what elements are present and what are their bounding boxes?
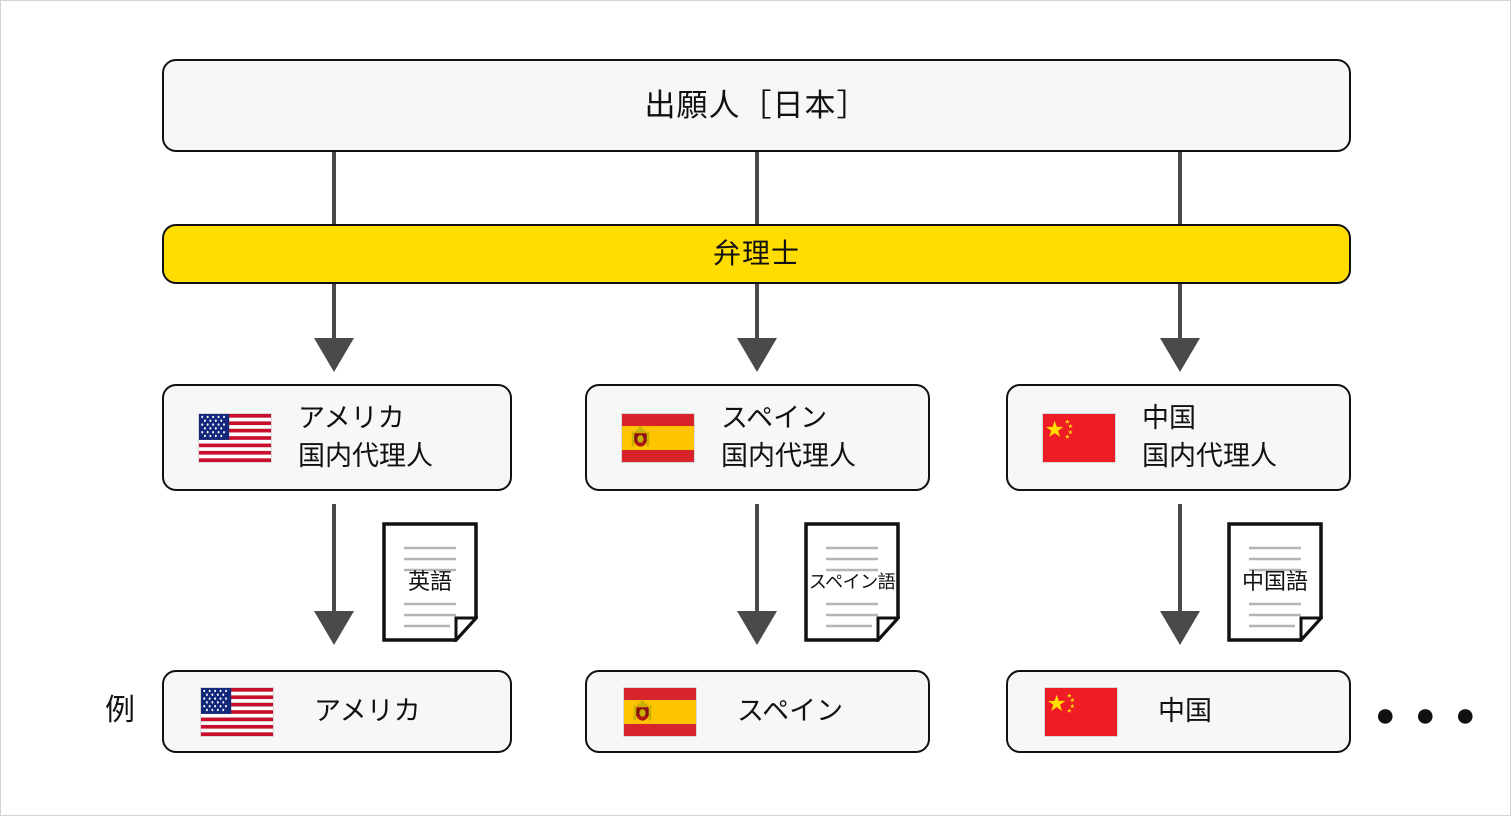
domestic-agent-country-usa: アメリカ xyxy=(298,403,405,434)
domestic-agent-box-usa: アメリカ国内代理人 xyxy=(162,384,512,491)
connector-applicant-agent-3 xyxy=(1178,152,1182,224)
arrow-agent-to-spain-line xyxy=(755,284,759,351)
flag-china-icon xyxy=(1042,412,1116,463)
arrow-agent-to-usa-line xyxy=(332,284,336,351)
connector-applicant-agent-2 xyxy=(755,152,759,224)
arrow-spain-to-country-head xyxy=(737,611,777,645)
more-countries-ellipsis: ● ● ● xyxy=(1375,696,1481,734)
domestic-agent-box-china: 中国国内代理人 xyxy=(1006,384,1351,491)
domestic-agent-box-spain: スペイン国内代理人 xyxy=(585,384,930,491)
document-icon-spanish: スペイン語 xyxy=(804,522,900,642)
domestic-agent-role-china: 国内代理人 xyxy=(1142,440,1277,471)
patent-attorney-bar: 弁理士 xyxy=(162,224,1351,284)
patent-attorney-label: 弁理士 xyxy=(712,238,800,270)
flag-usa-icon xyxy=(198,412,272,463)
country-box-spain: スペイン xyxy=(585,670,930,753)
domestic-agent-label-spain: スペイン国内代理人 xyxy=(721,400,856,475)
country-label-spain: スペイン xyxy=(737,695,844,726)
flag-spain-icon xyxy=(623,686,697,737)
arrow-agent-to-china-line xyxy=(1178,284,1182,351)
document-icon-english: 英語 xyxy=(382,522,478,642)
document-language-spanish: スペイン語 xyxy=(808,572,896,592)
arrow-agent-to-china-head xyxy=(1160,338,1200,372)
arrow-agent-to-spain-head xyxy=(737,338,777,372)
flag-usa-icon xyxy=(200,686,274,737)
domestic-agent-country-china: 中国 xyxy=(1142,403,1196,434)
arrow-china-to-country-head xyxy=(1160,611,1200,645)
document-language-english: 英語 xyxy=(407,569,452,594)
country-label-usa: アメリカ xyxy=(314,695,421,726)
country-label-china: 中国 xyxy=(1158,695,1212,726)
document-icon-chinese: 中国語 xyxy=(1227,522,1323,642)
applicant-box: 出願人［日本］ xyxy=(162,59,1351,152)
domestic-agent-label-china: 中国国内代理人 xyxy=(1142,400,1277,475)
arrow-china-to-country-line xyxy=(1178,504,1182,614)
flag-spain-icon xyxy=(621,412,695,463)
connector-applicant-agent-1 xyxy=(332,152,336,224)
country-box-usa: アメリカ xyxy=(162,670,512,753)
example-label: 例 xyxy=(105,694,135,727)
domestic-agent-country-spain: スペイン xyxy=(721,403,828,434)
domestic-agent-role-usa: 国内代理人 xyxy=(298,440,433,471)
applicant-label: 出願人［日本］ xyxy=(644,87,869,123)
domestic-agent-role-spain: 国内代理人 xyxy=(721,440,856,471)
domestic-agent-label-usa: アメリカ国内代理人 xyxy=(298,400,433,475)
arrow-usa-to-country-head xyxy=(314,611,354,645)
arrow-spain-to-country-line xyxy=(755,504,759,614)
flag-china-icon xyxy=(1044,686,1118,737)
country-box-china: 中国 xyxy=(1006,670,1351,753)
arrow-agent-to-usa-head xyxy=(314,338,354,372)
document-language-chinese: 中国語 xyxy=(1241,569,1308,594)
arrow-usa-to-country-line xyxy=(332,504,336,614)
